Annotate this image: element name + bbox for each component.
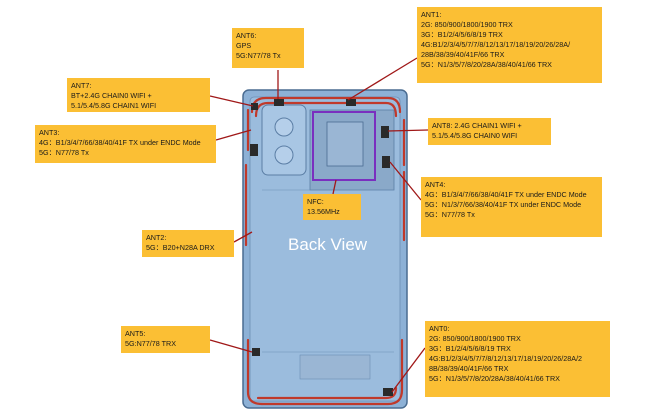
- ant1-line: 4G:B1/2/3/4/5/7/7/8/12/13/17/18/19/20/26…: [421, 40, 571, 49]
- feed-points: [250, 99, 393, 396]
- ant0-label: ANT0: 2G: 850/900/1800/1900 TRX 3G：B1/2/…: [425, 321, 610, 397]
- ant5-line: 5G:N77/78 TRX: [125, 339, 177, 348]
- ant7-label: ANT7: BT+2.4G CHAIN0 WIFI + 5.1/5.4/5.8G…: [67, 78, 210, 112]
- leader-ant2: [233, 231, 253, 243]
- feed-ant7: [251, 103, 258, 110]
- ant0-line: 3G：B1/2/4/5/6/8/19 TRX: [429, 344, 511, 353]
- leader-ant1: [347, 57, 418, 101]
- leader-ant4: [389, 161, 422, 201]
- camera-lens-2: [274, 145, 294, 165]
- leader-nfc: [332, 179, 337, 195]
- ant5-line: ANT5:: [125, 329, 146, 338]
- ant1-line: 28B/38/39/40/41F/66 TRX: [421, 50, 505, 59]
- ant4-line: ANT4:: [425, 180, 446, 189]
- camera-lens-1: [274, 117, 294, 137]
- ant6-label: ANT6: GPS 5G:N77/78 Tx: [232, 28, 304, 68]
- ant8-label: ANT8: 2.4G CHAIN1 WIFI + 5.1/5.4/5.8G CH…: [428, 118, 551, 145]
- nfc-label: NFC: 13.56MHz: [303, 194, 361, 220]
- leader-ant5: [209, 339, 253, 353]
- ant3-line: 5G：N77/78 Tx: [39, 148, 89, 157]
- ant1-line: ANT1:: [421, 10, 442, 19]
- leader-ant7: [209, 95, 254, 107]
- ant2-label: ANT2: 5G：B20+N28A DRX: [142, 230, 234, 257]
- feed-ant5: [252, 348, 260, 356]
- leader-lines: [209, 57, 429, 393]
- ant-bottom-trace: [260, 338, 404, 406]
- feed-ant6: [274, 99, 284, 106]
- ant6-line: GPS: [236, 41, 252, 50]
- ant3-label: ANT3: 4G：B1/3/4/7/66/38/40/41F TX under …: [35, 125, 216, 163]
- ant0-line: 5G：N1/3/5/7/8/20/28A/38/40/41/66 TRX: [429, 374, 560, 383]
- back-view-title: Back View: [288, 235, 368, 254]
- feed-ant4: [382, 156, 390, 168]
- ant7-line: 5.1/5.4/5.8G CHAIN1 WIFI: [71, 101, 157, 110]
- feed-ant0: [383, 388, 393, 396]
- ant3-line: ANT3:: [39, 128, 60, 137]
- ant4-line: 4G：B1/3/4/7/66/38/40/41F TX under ENDC M…: [425, 190, 587, 199]
- feed-ant3: [250, 144, 258, 156]
- ant-left-bottom-trace: [246, 338, 264, 406]
- ant7-line: BT+2.4G CHAIN0 WIFI +: [71, 91, 152, 100]
- nfc-coil-inner: [326, 121, 364, 167]
- ant2-line: ANT2:: [146, 233, 167, 242]
- nfc-line: 13.56MHz: [307, 207, 340, 216]
- ant-bottom-inner-trace: [256, 386, 398, 400]
- ant3-line: 4G：B1/3/4/7/66/38/40/41F TX under ENDC M…: [39, 138, 201, 147]
- feed-ant8: [381, 126, 389, 138]
- ant8-line: 5.1/5.4/5.8G CHAIN0 WIFI: [432, 131, 518, 140]
- leader-ant3: [215, 129, 252, 141]
- ant8-line: ANT8: 2.4G CHAIN1 WIFI +: [432, 121, 522, 130]
- ant0-line: 2G: 850/900/1800/1900 TRX: [429, 334, 521, 343]
- ant6-line: ANT6:: [236, 31, 257, 40]
- ant4-line: 5G：N1/3/7/66/38/40/41F TX under ENDC Mod…: [425, 200, 582, 209]
- ant1-line: 5G：N1/3/5/7/8/20/28A/38/40/41/66 TRX: [421, 60, 552, 69]
- nfc-coil-box: [312, 111, 376, 181]
- ant1-label: ANT1: 2G: 850/900/1800/1900 TRX 3G：B1/2/…: [417, 7, 602, 83]
- ant0-line: ANT0:: [429, 324, 450, 333]
- nfc-line: NFC:: [307, 197, 324, 206]
- ant0-line: 4G:B1/2/3/4/5/7/7/8/12/13/17/18/19/20/26…: [429, 354, 583, 363]
- ant4-label: ANT4: 4G：B1/3/4/7/66/38/40/41F TX under …: [421, 177, 602, 237]
- ant7-line: ANT7:: [71, 81, 92, 90]
- ant0-line: 8B/38/39/40/41F/66 TRX: [429, 364, 509, 373]
- ant1-line: 3G：B1/2/4/5/6/8/19 TRX: [421, 30, 503, 39]
- ant4-line: 5G：N77/78 Tx: [425, 210, 475, 219]
- ant6-line: 5G:N77/78 Tx: [236, 51, 281, 60]
- ant1-line: 2G: 850/900/1800/1900 TRX: [421, 20, 513, 29]
- ant5-label: ANT5: 5G:N77/78 TRX: [121, 326, 210, 353]
- feed-ant1: [346, 99, 356, 106]
- leader-ant0: [391, 347, 426, 393]
- ant2-line: 5G：B20+N28A DRX: [146, 243, 215, 252]
- leader-ant8: [387, 129, 429, 132]
- bottom-board: [299, 354, 371, 380]
